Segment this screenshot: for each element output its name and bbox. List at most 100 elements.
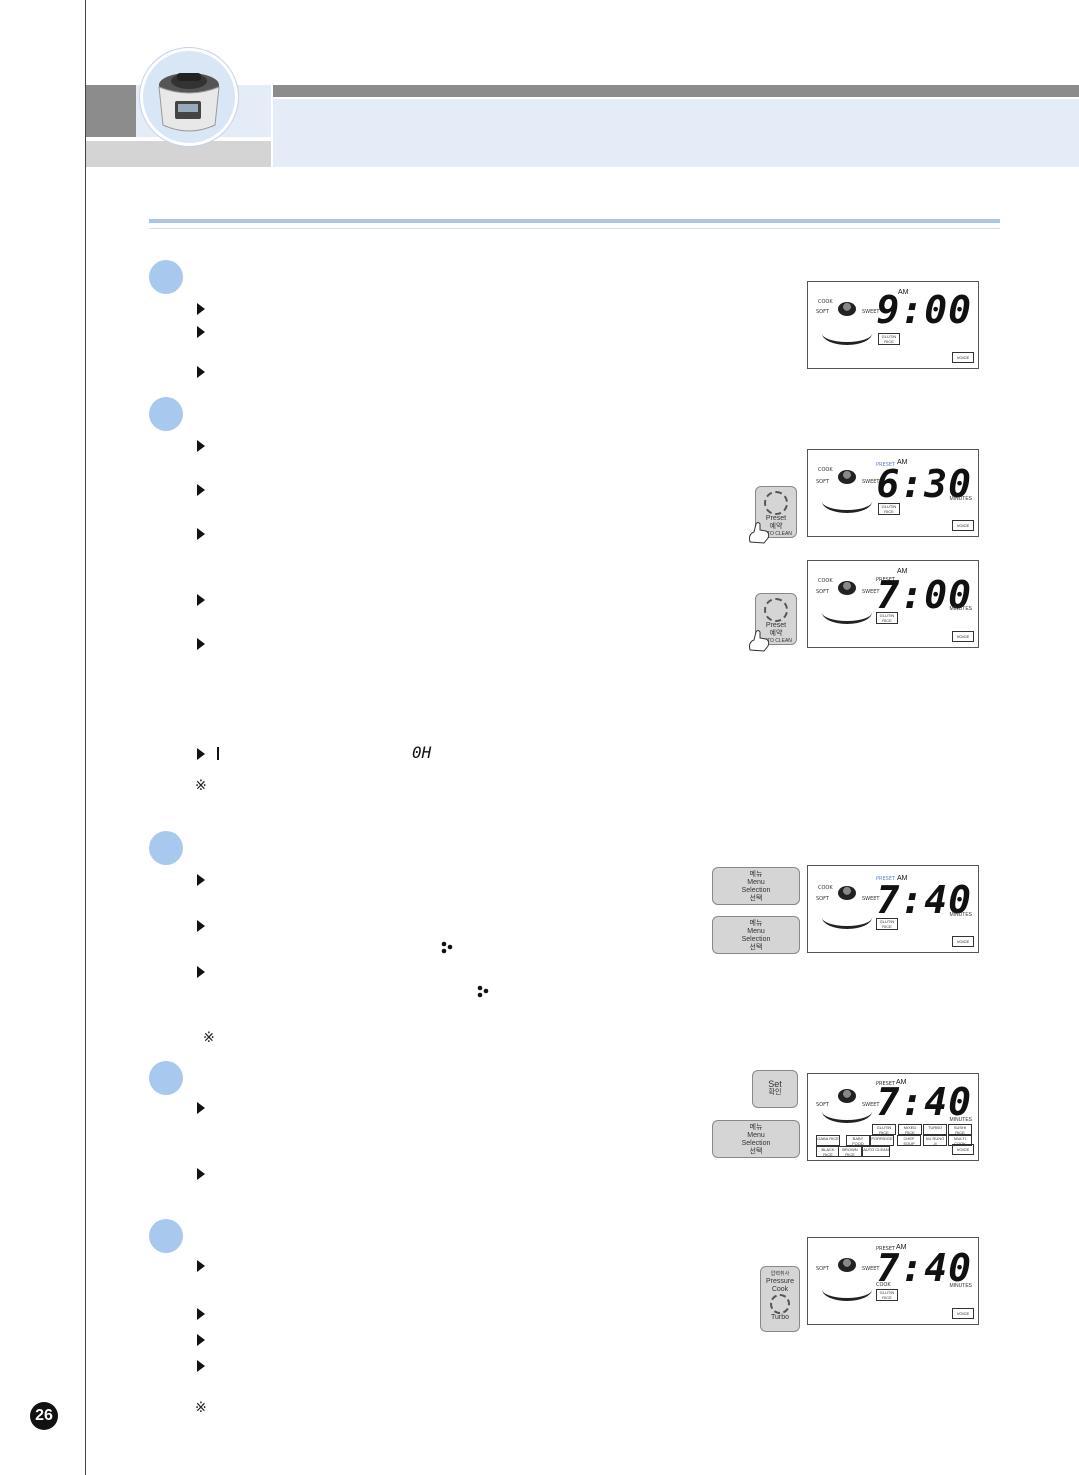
lcd-sweet-label: SWEET bbox=[862, 896, 880, 902]
preset-button[interactable]: Preset 예약 AUTO CLEAN bbox=[755, 486, 797, 538]
lcd-minutes: MINUTES bbox=[949, 1283, 973, 1289]
lcd-cook-label: COOK bbox=[818, 299, 833, 305]
menu-selection-button[interactable]: 메뉴 Menu Selection 선택 bbox=[712, 1120, 800, 1158]
lcd-minutes: MINUTES bbox=[949, 912, 973, 918]
rice-cooker-image bbox=[140, 48, 238, 146]
hand-pointer-icon bbox=[746, 520, 772, 549]
lcd-soft-label: SOFT bbox=[816, 1266, 829, 1272]
preset-button[interactable]: Preset 예약 AUTO CLEAN bbox=[755, 593, 797, 645]
preset-label: Preset bbox=[765, 515, 787, 522]
lcd-menu-chip: PORRIDGE bbox=[870, 1135, 894, 1146]
lcd-pot-icon bbox=[838, 581, 856, 595]
lcd-menu-chip: GLUTIN RICE bbox=[872, 1124, 896, 1135]
lcd-pot-icon bbox=[838, 302, 856, 316]
lcd-pot-icon bbox=[838, 886, 856, 900]
selection-label: Selection bbox=[741, 936, 771, 943]
turbo-label: Turbo bbox=[770, 1314, 790, 1321]
section-rule-thin bbox=[149, 228, 1000, 229]
step-marker-5 bbox=[149, 1219, 183, 1253]
dial-icon bbox=[764, 598, 788, 622]
lcd-texture-arc bbox=[822, 601, 872, 624]
lcd-time: 6:30 bbox=[876, 462, 972, 506]
lcd-minutes: MINUTES bbox=[949, 606, 973, 612]
dots-icon bbox=[440, 940, 454, 959]
lcd-time: 7:40 bbox=[876, 878, 972, 922]
hand-pointer-icon bbox=[746, 628, 772, 657]
lcd-display-2: COOK SOFT SWEET PRESET AM 6:30 MINUTES G… bbox=[807, 449, 979, 537]
bullet-marker bbox=[197, 1334, 205, 1346]
selection-label: Selection bbox=[741, 887, 771, 894]
lcd-soft-label: SOFT bbox=[816, 309, 829, 315]
bullet-marker bbox=[197, 484, 205, 496]
auto-clean-label: AUTO CLEAN bbox=[760, 531, 792, 537]
lcd-menu-chip: MIXED RICE bbox=[898, 1124, 922, 1135]
auto-clean-label: AUTO CLEAN bbox=[760, 638, 792, 644]
lcd-display-6: SOFT SWEET PRESET AM 7:40 MINUTES COOK G… bbox=[807, 1237, 979, 1325]
step-marker-1 bbox=[149, 260, 183, 294]
dial-icon bbox=[764, 491, 788, 515]
bullet-marker bbox=[197, 638, 205, 650]
menu-selection-button[interactable]: 메뉴 Menu Selection 선택 bbox=[712, 867, 800, 905]
lcd-menu-chip: GABA RICE bbox=[816, 1135, 840, 1146]
lcd-menu-chip: GLUTIN RICE bbox=[876, 1289, 898, 1301]
lcd-menu-chip: BLACK RICE bbox=[816, 1146, 840, 1157]
lcd-texture-arc bbox=[822, 490, 872, 513]
lcd-time: 9:00 bbox=[876, 288, 972, 332]
lcd-am: AM bbox=[897, 875, 908, 882]
lcd-pot-icon bbox=[838, 470, 856, 484]
dots-icon bbox=[476, 984, 490, 1003]
lcd-sweet-label: SWEET bbox=[862, 1266, 880, 1272]
bullet-marker bbox=[197, 1260, 205, 1272]
lcd-menu-chip: GLUTIN RICE bbox=[878, 503, 900, 515]
bullet-marker bbox=[197, 528, 205, 540]
preset-label-ko: 예약 bbox=[769, 523, 783, 530]
pressure-cook-button[interactable]: 압력취사 Pressure Cook Turbo bbox=[760, 1266, 800, 1332]
lcd-menu-chip: GLUTIN RICE bbox=[876, 918, 898, 930]
lcd-menu-chip: NU RUNG JI bbox=[923, 1135, 947, 1146]
lcd-am: AM bbox=[897, 459, 908, 466]
lcd-menu-chip: GLUTIN RICE bbox=[876, 612, 898, 624]
lcd-display-1: COOK SOFT SWEET AM 9:00 GLUTIN RICE VOIC… bbox=[807, 281, 979, 369]
bullet-marker bbox=[197, 594, 205, 606]
lcd-menu-chip: AUTO CLEAN bbox=[862, 1146, 890, 1157]
lcd-soft-label: SOFT bbox=[816, 896, 829, 902]
step-marker-2 bbox=[149, 397, 183, 431]
selection-label-ko: 선택 bbox=[749, 944, 763, 951]
lcd-am: AM bbox=[898, 289, 909, 296]
bullet-marker bbox=[197, 1102, 205, 1114]
section-rule bbox=[149, 219, 1000, 223]
lcd-display-3: COOK SOFT SWEET PRESET AM 7:00 MINUTES G… bbox=[807, 560, 979, 648]
lcd-voice-indicator: VOICE bbox=[952, 936, 974, 947]
note-mark: ※ bbox=[195, 1400, 207, 1416]
set-label: Set bbox=[768, 1079, 782, 1089]
lcd-menu-chip: CHEF SOUP bbox=[897, 1135, 921, 1146]
lcd-cook-status: COOK bbox=[876, 1282, 891, 1288]
lcd-menu-chip: TURBO bbox=[923, 1124, 947, 1135]
header-bar bbox=[273, 85, 1079, 97]
bullet-marker bbox=[197, 874, 205, 886]
lcd-cook-label: COOK bbox=[818, 578, 833, 584]
bullet-marker bbox=[197, 303, 205, 315]
set-button[interactable]: Set 확인 bbox=[752, 1070, 798, 1108]
lcd-menu-chip: GLUTIN RICE bbox=[878, 333, 900, 345]
bullet-marker bbox=[197, 748, 205, 760]
lcd-time: 7:40 bbox=[876, 1246, 972, 1290]
step-marker-3 bbox=[149, 831, 183, 865]
note-mark: ※ bbox=[195, 778, 207, 794]
menu-selection-button[interactable]: 메뉴 Menu Selection 선택 bbox=[712, 916, 800, 954]
lcd-menu-chip: SUSHI RICE bbox=[948, 1124, 972, 1135]
menu-label: Menu bbox=[747, 1132, 765, 1139]
lcd-display-5: SOFT SWEET PRESET AM 7:40 MINUTES GLUTIN… bbox=[807, 1073, 979, 1161]
lcd-cook-label: COOK bbox=[818, 885, 833, 891]
menu-label-ko: 메뉴 bbox=[749, 920, 763, 927]
bullet-marker bbox=[197, 326, 205, 338]
oh-display-glyph: 0H bbox=[412, 743, 432, 762]
lcd-am: AM bbox=[896, 1244, 907, 1251]
header-title-panel bbox=[273, 99, 1079, 167]
selection-label: Selection bbox=[741, 1140, 771, 1147]
rice-cooker-icon bbox=[158, 73, 220, 132]
preset-label-ko: 예약 bbox=[769, 630, 783, 637]
menu-label: Menu bbox=[747, 928, 765, 935]
lcd-preset-label: PRESET bbox=[876, 577, 896, 583]
lcd-menu-chip: BROWN RICE bbox=[838, 1146, 862, 1157]
